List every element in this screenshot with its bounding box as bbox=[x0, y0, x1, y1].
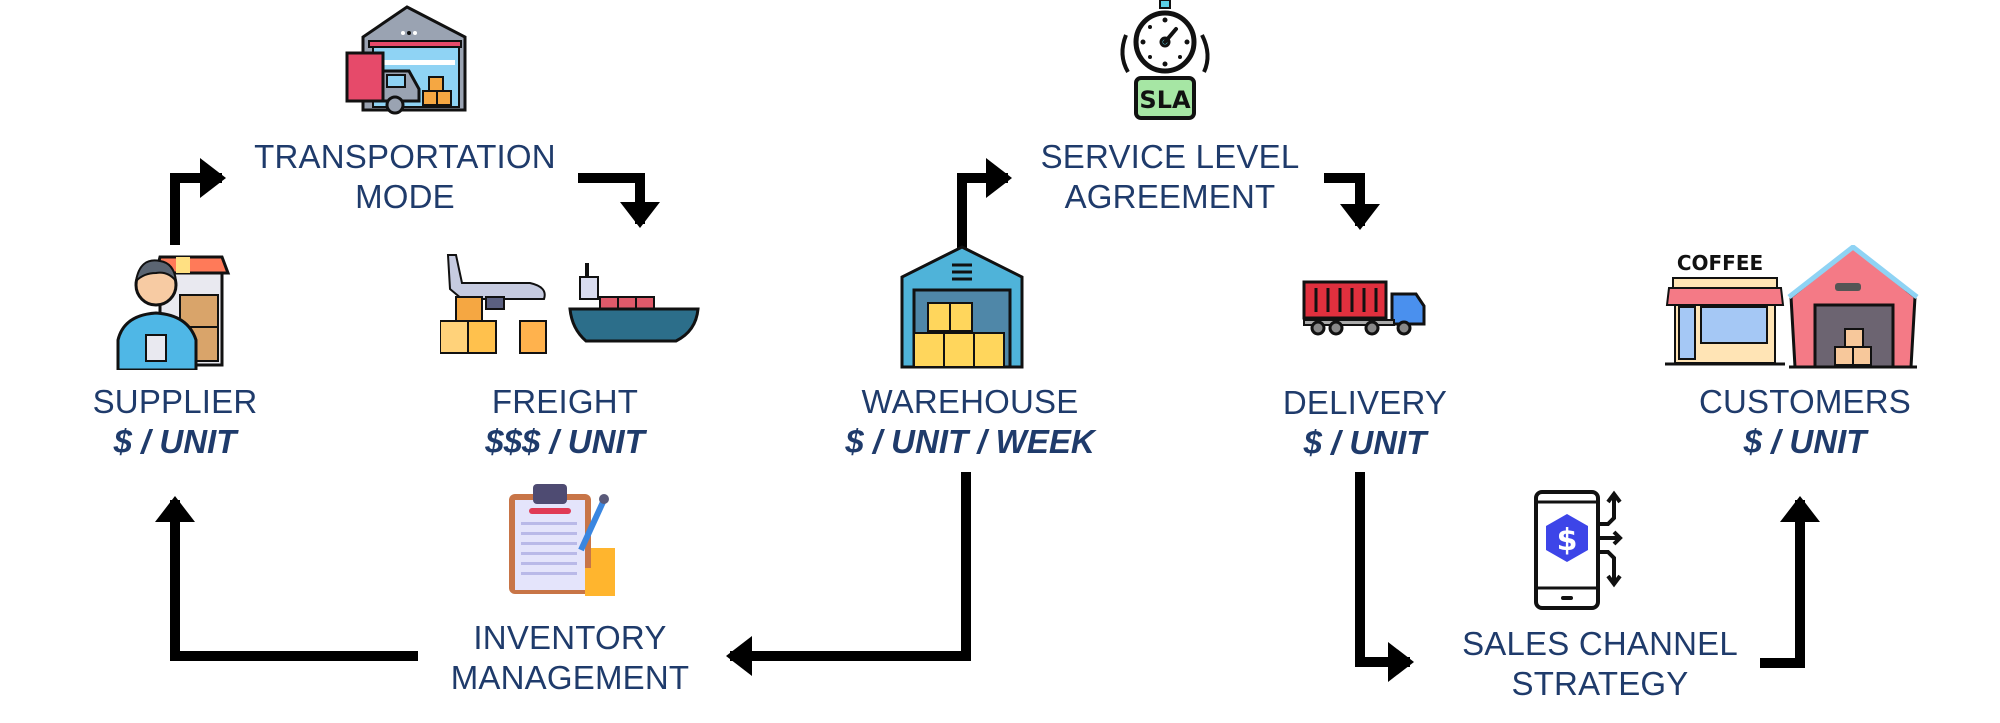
node-label: INVENTORY bbox=[473, 619, 667, 656]
node-cost: $ / UNIT bbox=[1743, 423, 1867, 460]
node-transportation-mode: TRANSPORTATION MODE bbox=[230, 137, 580, 217]
warehouse-truck-icon bbox=[345, 5, 467, 115]
node-label: STRATEGY bbox=[1511, 665, 1689, 702]
supplier-shop-icon bbox=[116, 255, 231, 370]
arrow-sla-to-delivery bbox=[1324, 173, 1380, 230]
node-service-level-agreement: SERVICE LEVEL AGREEMENT bbox=[1010, 137, 1330, 217]
node-label: CUSTOMERS bbox=[1698, 383, 1912, 420]
node-label: FREIGHT bbox=[491, 383, 639, 420]
node-label: MODE bbox=[355, 178, 455, 215]
phone-dollar-icon: $ bbox=[1534, 490, 1623, 610]
arrow-warehouse-to-inventory bbox=[726, 472, 971, 676]
node-cost: $ / UNIT / WEEK bbox=[845, 423, 1095, 460]
node-label: TRANSPORTATION bbox=[254, 138, 556, 175]
arrow-supplier-to-transportation bbox=[170, 158, 226, 245]
node-label: SERVICE LEVEL bbox=[1040, 138, 1300, 175]
node-cost: $$$ / UNIT bbox=[485, 423, 645, 460]
container-truck-icon bbox=[1302, 280, 1426, 336]
arrow-inventory-to-supplier bbox=[155, 496, 418, 661]
node-freight: FREIGHT $$$ / UNIT bbox=[450, 382, 680, 462]
node-label: DELIVERY bbox=[1282, 384, 1448, 421]
node-inventory-management: INVENTORY MANAGEMENT bbox=[420, 618, 720, 698]
node-label: WAREHOUSE bbox=[861, 383, 1079, 420]
node-label: AGREEMENT bbox=[1064, 178, 1276, 215]
plane-ship-freight-icon bbox=[440, 254, 700, 354]
node-label: MANAGEMENT bbox=[450, 659, 690, 696]
node-cost: $ / UNIT bbox=[1303, 424, 1427, 461]
node-cost: $ / UNIT bbox=[113, 423, 237, 460]
arrow-transportation-to-freight bbox=[578, 173, 660, 228]
arrow-warehouse-to-sla bbox=[957, 158, 1012, 255]
arrow-sales-to-customers bbox=[1760, 496, 1820, 668]
node-customers: CUSTOMERS $ / UNIT bbox=[1670, 382, 1940, 462]
svg-text:SLA: SLA bbox=[1139, 86, 1191, 114]
node-sales-channel-strategy: SALES CHANNEL STRATEGY bbox=[1440, 624, 1760, 704]
coffee-shop-house-icon: COFFEE bbox=[1665, 245, 1919, 369]
warehouse-boxes-icon bbox=[900, 245, 1024, 369]
svg-text:COFFEE: COFFEE bbox=[1677, 251, 1763, 275]
node-delivery: DELIVERY $ / UNIT bbox=[1250, 383, 1480, 463]
arrow-delivery-to-sales bbox=[1355, 472, 1414, 682]
node-label: SUPPLIER bbox=[92, 383, 258, 420]
stopwatch-sla-icon: SLA bbox=[1120, 0, 1210, 120]
svg-text:$: $ bbox=[1557, 523, 1578, 558]
node-warehouse: WAREHOUSE $ / UNIT / WEEK bbox=[820, 382, 1120, 462]
clipboard-boxes-icon bbox=[509, 484, 615, 596]
node-supplier: SUPPLIER $ / UNIT bbox=[60, 382, 290, 462]
node-label: SALES CHANNEL bbox=[1462, 625, 1738, 662]
